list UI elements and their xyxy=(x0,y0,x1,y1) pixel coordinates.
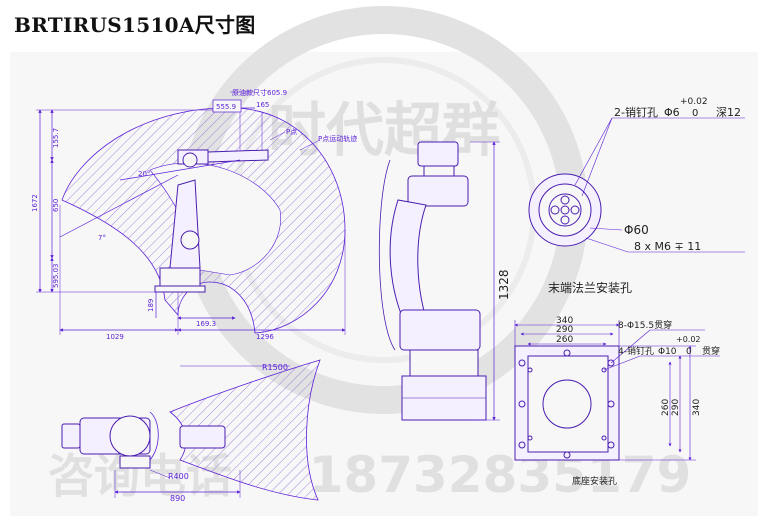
side-dim-1296: 1296 xyxy=(256,333,274,341)
side-ext-label: 原油款尺寸605.9 xyxy=(232,88,287,97)
base-caption: 底座安装孔 xyxy=(572,475,617,487)
front-height: 1328 xyxy=(497,269,511,300)
base-dim-340-side: 340 xyxy=(692,399,702,416)
base-hole-label: 8-Φ15.5贯穿 xyxy=(618,319,672,331)
flange-pin-tol-lower: 0 xyxy=(692,108,698,119)
watermark-phone: 18732835179 xyxy=(309,446,692,504)
base-labels: 340 290 260 8-Φ15.5贯穿 4-销钉孔 Φ10 +0.02 0 … xyxy=(556,316,720,487)
top-work-envelope xyxy=(169,359,321,501)
side-dim-59503: 595.03 xyxy=(52,264,60,289)
top-radius-inner: R400 xyxy=(168,472,189,481)
flange-pin-depth: 深12 xyxy=(716,106,741,119)
side-dim-1029: 1029 xyxy=(106,333,124,341)
side-angle-20: 20° xyxy=(138,170,150,178)
top-radius-outer: R1500 xyxy=(262,363,288,372)
base-pin-dia: Φ10 xyxy=(658,347,677,357)
side-dim-189: 189 xyxy=(147,299,155,312)
base-dim-340-top: 340 xyxy=(556,316,573,326)
side-dim-1693: 169.3 xyxy=(196,320,216,328)
base-pin-label: 4-销钉孔 xyxy=(618,345,654,357)
side-dim-1672: 1672 xyxy=(31,194,39,212)
base-pin-through: 贯穿 xyxy=(702,345,720,357)
flange-pin-label: 2-销钉孔 xyxy=(614,105,658,119)
base-pin-tol-upper: +0.02 xyxy=(676,335,701,344)
base-dim-290-top: 290 xyxy=(556,325,573,335)
side-dim-1557: 155.7 xyxy=(52,128,60,148)
base-dim-260-top: 260 xyxy=(556,335,573,345)
flange-view xyxy=(528,117,745,253)
base-dim-260-side: 260 xyxy=(661,399,671,416)
side-dim-165: 165 xyxy=(256,101,269,109)
side-angle-7: 7° xyxy=(98,234,106,242)
flange-thread: 8 x M6 ∓ 11 xyxy=(634,240,701,253)
side-dim-555: 555.9 xyxy=(216,103,236,111)
flange-labels: 2-销钉孔 Φ6 +0.02 0 深12 Φ60 8 x M6 ∓ 11 末端法… xyxy=(548,97,741,295)
side-p-track: P点运动轨迹 xyxy=(318,134,357,143)
page-title: BRTIRUS1510A尺寸图 xyxy=(14,13,256,37)
base-view xyxy=(514,320,720,461)
flange-dia: Φ60 xyxy=(624,223,649,237)
side-robot xyxy=(154,149,269,293)
base-pin-tol-lower: 0 xyxy=(686,347,692,357)
front-view xyxy=(378,141,500,421)
top-width: 890 xyxy=(170,494,185,503)
top-view-labels: R1500 R400 890 xyxy=(168,363,288,503)
side-view-labels: 原油款尺寸605.9 555.9 165 P点 P点运动轨迹 155.7 650… xyxy=(31,88,357,341)
flange-caption: 末端法兰安装孔 xyxy=(548,280,632,295)
side-dim-650: 650 xyxy=(52,199,60,212)
side-view xyxy=(36,91,346,335)
flange-pin-dia: Φ6 xyxy=(664,106,680,119)
flange-pin-tol-upper: +0.02 xyxy=(680,97,708,107)
base-dim-290-side: 290 xyxy=(671,399,681,416)
top-view xyxy=(61,359,321,501)
side-p-point: P点 xyxy=(286,128,297,136)
